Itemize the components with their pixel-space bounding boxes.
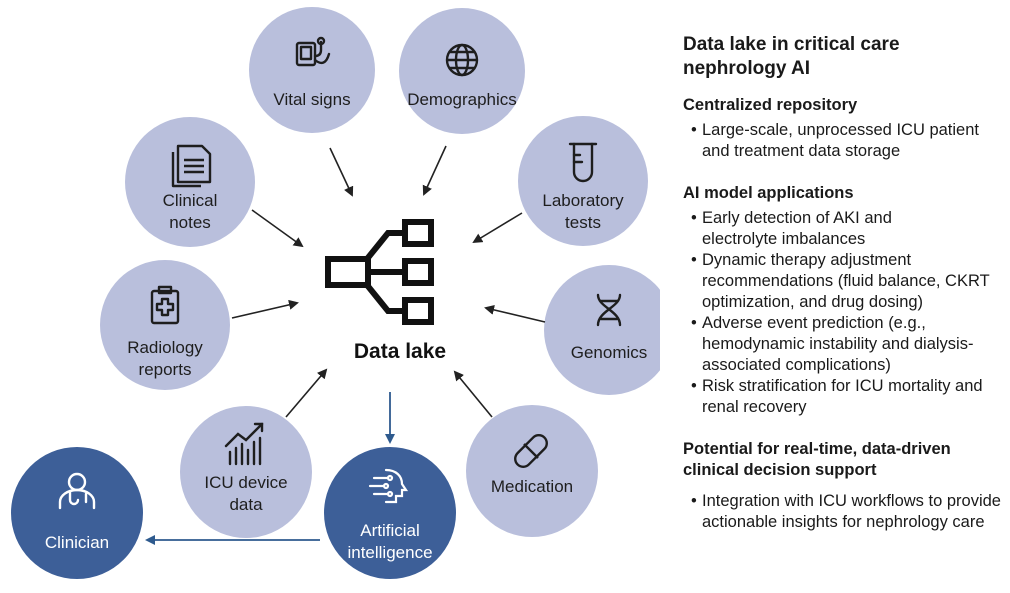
- arrow-medication: [453, 370, 493, 418]
- section-ai-model-applications: AI model applications Early detection of…: [683, 183, 1003, 418]
- section-title: Centralized repository: [683, 96, 858, 114]
- ai-label: Artificial intelligence: [347, 521, 433, 562]
- bullet-list: Integration with ICU workflows to provid…: [683, 491, 1003, 533]
- arrow-radiology: [231, 299, 299, 319]
- data-lake-label: Data lake: [353, 340, 447, 363]
- clipboard-cross-icon: [150, 285, 180, 325]
- section-decision-support: Potential for real-time, data-driven cli…: [683, 439, 1003, 533]
- vital-signs-circle: [249, 7, 375, 133]
- clinical-notes-label: Clinical notes: [162, 191, 218, 232]
- bullet-list: Large-scale, unprocessed ICU patient and…: [683, 120, 1003, 162]
- bullet-item: Large-scale, unprocessed ICU patient and…: [691, 120, 987, 162]
- radiology-reports-label: Radiology reports: [127, 338, 203, 379]
- icu-device-data-circle: [180, 406, 312, 538]
- bullet-list: Early detection of AKI and electrolyte i…: [683, 208, 1003, 418]
- globe-icon: [445, 43, 479, 77]
- clinician-circle: [11, 447, 143, 579]
- genomics-circle: [544, 265, 660, 395]
- vital-signs-label: Vital signs: [273, 90, 351, 109]
- ai-head-icon: [368, 468, 409, 504]
- icu-device-data-label: ICU device data: [204, 473, 288, 514]
- section-title: AI model applications: [683, 184, 854, 202]
- monitor-stethoscope-icon: [295, 36, 331, 67]
- diagram-canvas: [11, 7, 660, 579]
- demographics-circle: [399, 8, 525, 134]
- document-icon: [171, 144, 212, 188]
- genomics-label: Genomics: [570, 343, 648, 362]
- bullet-item: Adverse event prediction (e.g., hemodyna…: [691, 313, 1002, 376]
- doctor-icon: [58, 472, 96, 510]
- arrow-icu: [285, 368, 328, 418]
- medication-circle: [466, 405, 598, 537]
- bullet-item: Integration with ICU workflows to provid…: [691, 491, 1002, 533]
- medication-label: Medication: [490, 477, 574, 496]
- section-centralized-repository: Centralized repository Large-scale, unpr…: [683, 95, 1003, 162]
- dna-icon: [596, 293, 622, 327]
- ai-circle: [324, 447, 456, 579]
- bullet-item: Risk stratification for ICU mortality an…: [691, 376, 1002, 418]
- bullet-item: Early detection of AKI and electrolyte i…: [691, 208, 952, 250]
- arrow-vital: [329, 147, 354, 197]
- panel-title: Data lake in critical care nephrology AI: [683, 34, 900, 79]
- section-title: Potential for real-time, data-driven cli…: [683, 440, 951, 479]
- data-lake-icon: [325, 219, 434, 325]
- arrow-notes: [251, 209, 304, 248]
- demographics-label: Demographics: [407, 90, 517, 109]
- arrow-genomics: [484, 304, 546, 323]
- clinician-label: Clinician: [44, 533, 110, 552]
- test-tube-icon: [568, 142, 598, 183]
- input-arrows: [231, 145, 546, 418]
- pill-icon: [514, 434, 548, 468]
- bullet-item: Dynamic therapy adjustment recommendatio…: [691, 250, 1010, 313]
- arrow-demographics: [422, 145, 447, 196]
- bar-chart-trend-icon: [224, 422, 264, 466]
- arrow-lab: [472, 212, 523, 244]
- radiology-reports-circle: [100, 260, 230, 390]
- info-panel: Data lake in critical care nephrology AI…: [683, 33, 1003, 554]
- laboratory-tests-label: Laboratory tests: [542, 191, 624, 232]
